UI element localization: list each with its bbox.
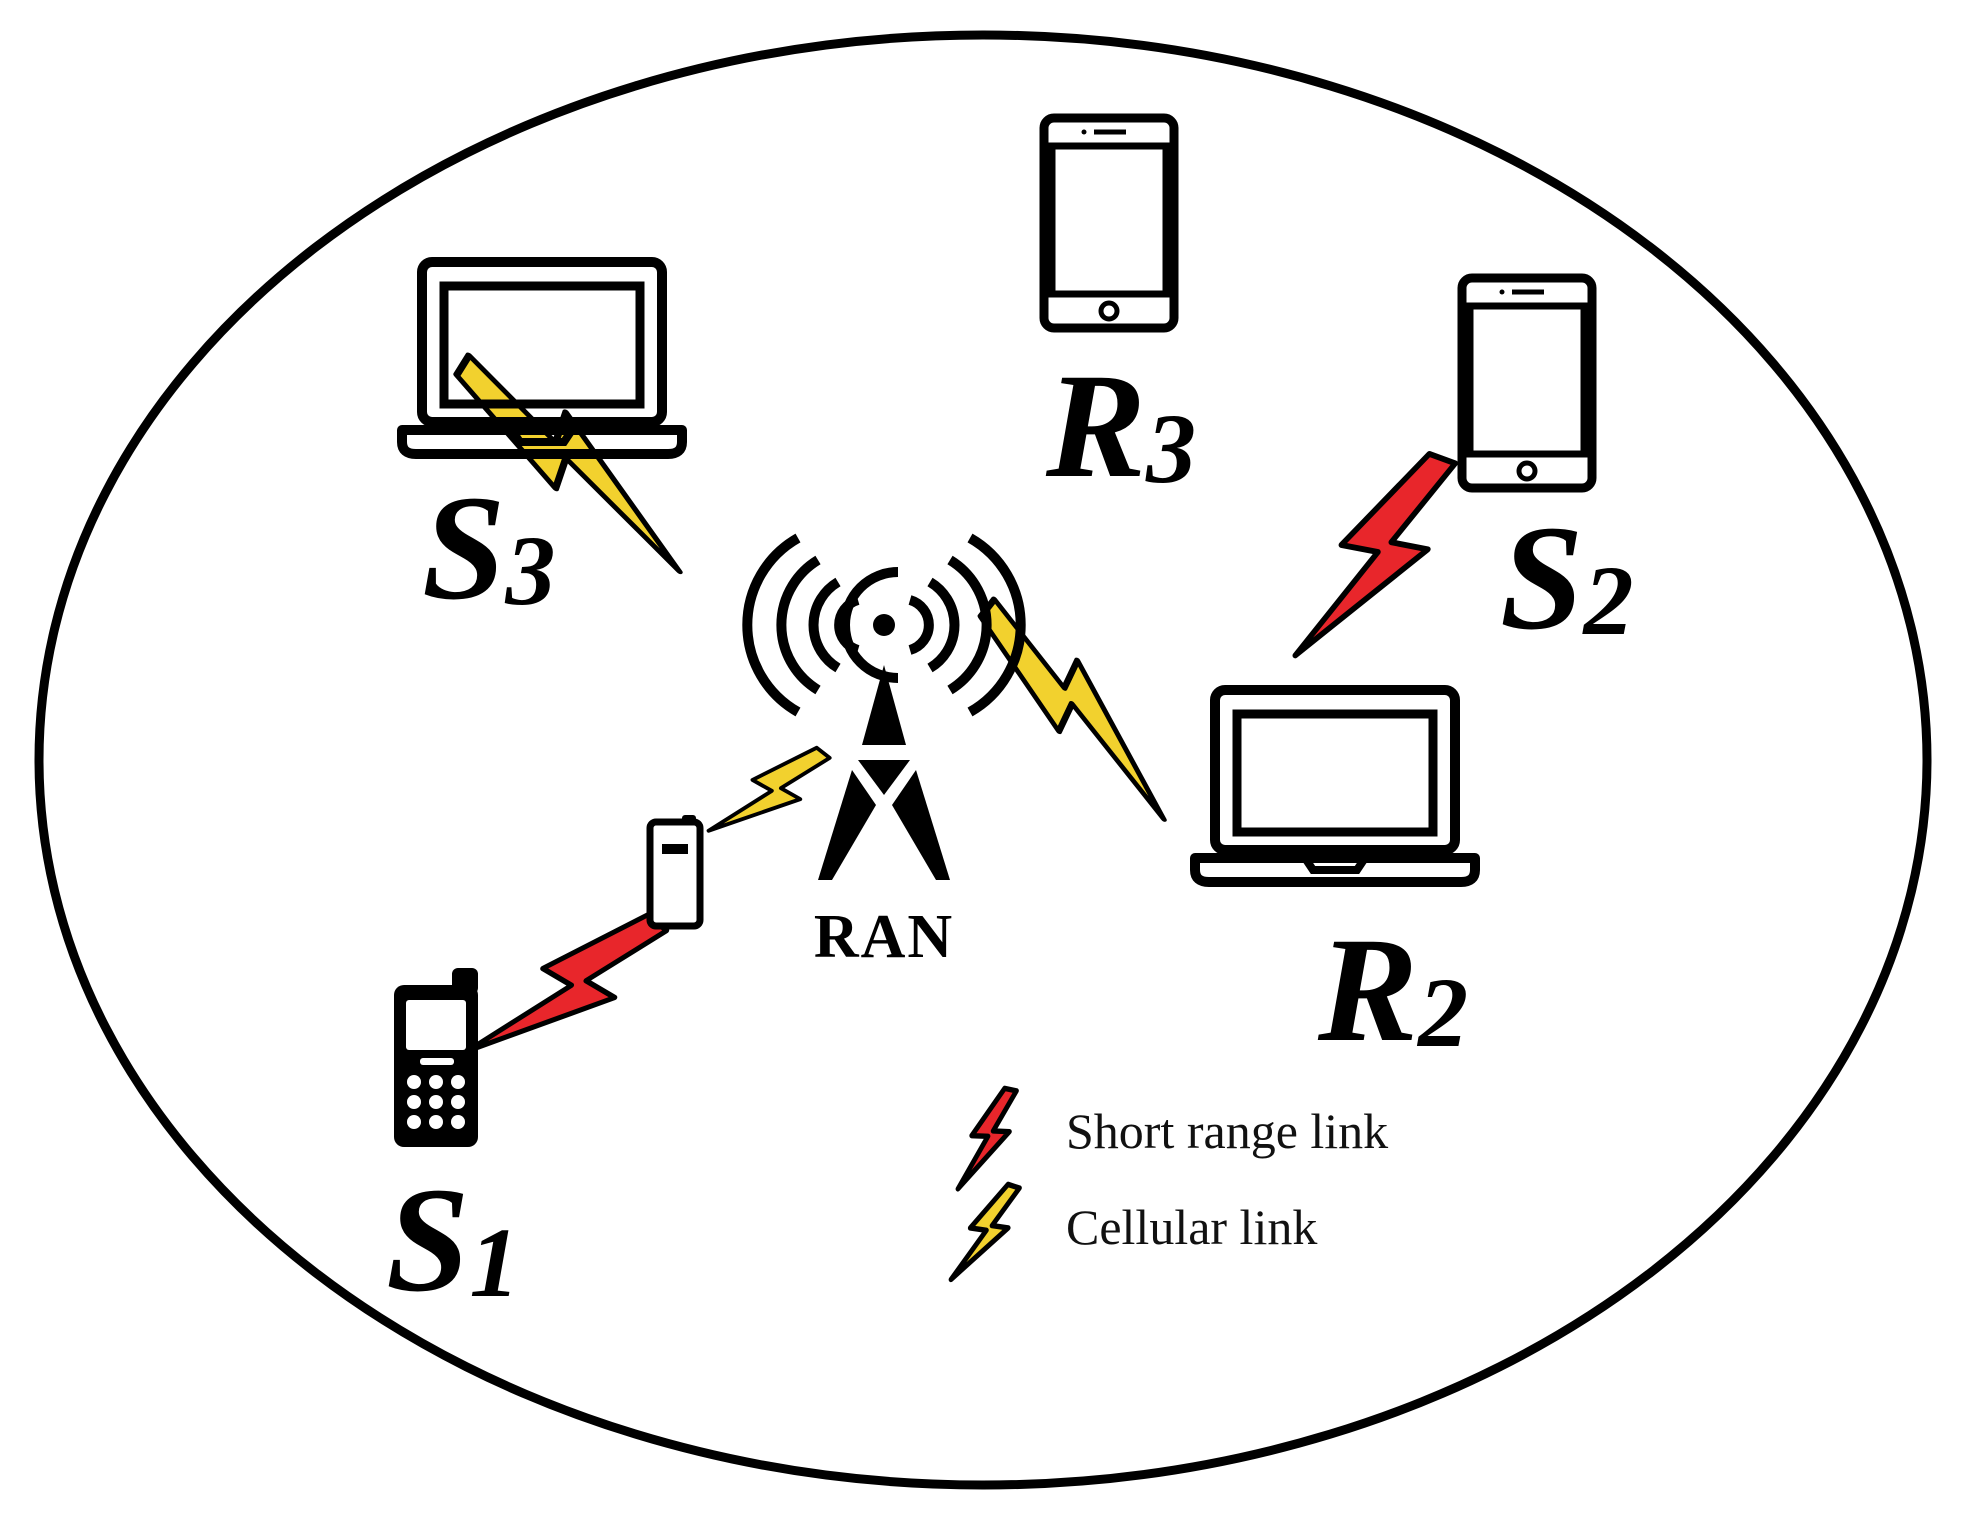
relay-device-icon (646, 815, 704, 930)
label-s1-main: S (386, 1157, 469, 1323)
label-r2-main: R (1317, 907, 1418, 1073)
laptop-icon-r2 (1195, 690, 1475, 882)
legend-cellular-label: Cellular link (1066, 1199, 1317, 1255)
label-s2: S2 (1500, 495, 1633, 661)
legend-short-range-label: Short range link (1066, 1103, 1388, 1159)
label-s1: S1 (386, 1157, 519, 1323)
ran-tower-icon (742, 533, 1026, 880)
legend-cellular-bolt-icon (951, 1177, 1021, 1292)
ran-label: RAN (814, 903, 954, 971)
coverage-area-ellipse (34, 30, 1932, 1490)
label-s3-sub: 3 (504, 515, 555, 626)
label-r2-sub: 2 (1416, 957, 1468, 1068)
label-s1-sub: 1 (469, 1207, 519, 1318)
cellular-link-relay-ran (706, 724, 834, 866)
short-range-link-r2-s2 (1295, 434, 1458, 685)
smartphone-icon-r3 (1044, 118, 1174, 328)
label-r3-main: R (1045, 343, 1146, 509)
smartphone-icon-s2 (1462, 278, 1592, 488)
short-range-link-s1-relay (467, 882, 669, 1102)
laptop-icon-s3 (402, 262, 682, 454)
label-s2-sub: 2 (1581, 545, 1633, 656)
feature-phone-icon-s1 (394, 968, 478, 1147)
legend-short-range-bolt-icon (958, 1083, 1018, 1197)
label-s2-main: S (1500, 495, 1583, 661)
label-r3-sub: 3 (1145, 393, 1196, 504)
label-r3: R3 (1045, 343, 1196, 509)
label-s3: S3 (422, 465, 555, 631)
label-s3-main: S (422, 465, 505, 631)
label-r2: R2 (1317, 907, 1468, 1073)
legend: Short range link Cellular link (951, 1083, 1388, 1291)
